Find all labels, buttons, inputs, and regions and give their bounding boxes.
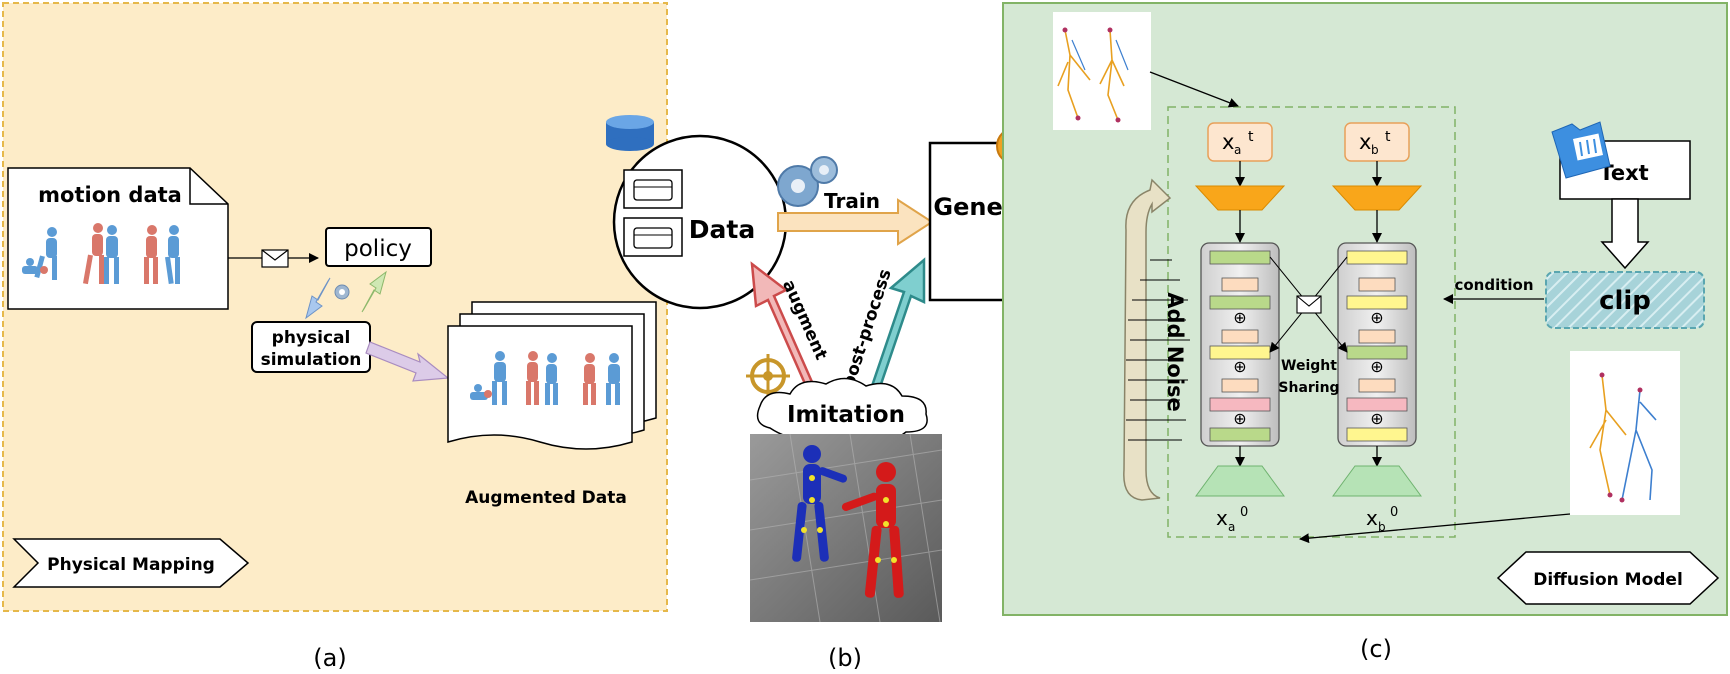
augmented-data-label: Augmented Data [465, 488, 627, 508]
panel-a: motion data [2, 2, 668, 672]
diffusion-model-tag [1496, 551, 1720, 605]
envelope-icon [261, 249, 289, 268]
folder-icon [1551, 121, 1611, 179]
red-humanoid [841, 462, 904, 598]
post-process-arrow [870, 257, 926, 392]
xb-t-subscript: b [1371, 143, 1379, 157]
gears-icon [777, 156, 838, 207]
train-label: Train [824, 189, 880, 213]
denoiser-stack-b: ⊕ ⊕ ⊕ [1337, 242, 1417, 447]
motion-data-document: motion data [7, 167, 229, 310]
physical-mapping-tag [12, 538, 250, 588]
clip-box [1545, 271, 1705, 329]
imitation-render [749, 433, 943, 623]
add-operator: ⊕ [1233, 308, 1246, 327]
simulation-to-policy-arrow [361, 270, 387, 313]
xa-0-superscript: 0 [1240, 505, 1248, 520]
caption-b: (b) [828, 644, 862, 672]
xb-t-superscript: t [1385, 129, 1391, 145]
clip-label: clip [1599, 286, 1651, 316]
disk-icon [623, 217, 683, 257]
xa-0-symbol: x [1216, 506, 1228, 530]
simulation-to-augmented-arrow [365, 341, 450, 382]
database-icon [606, 115, 654, 151]
augmented-data-figures [470, 351, 620, 405]
noise-ticks [1126, 259, 1190, 441]
input-to-denoiser-arrow [1149, 71, 1239, 108]
xa-t-superscript: t [1248, 129, 1254, 145]
imitation-label: Imitation [787, 402, 905, 428]
denoiser-stack-a: ⊕ ⊕ ⊕ [1200, 242, 1280, 447]
physical-simulation-line1: physical [272, 328, 351, 348]
add-operator: ⊕ [1370, 308, 1383, 327]
add-operator: ⊕ [1370, 409, 1383, 428]
blue-humanoid [792, 445, 848, 562]
train-arrow [777, 198, 934, 246]
weight-sharing-line1: Weight [1281, 358, 1337, 374]
encoder-a [1194, 185, 1286, 211]
gear-icon [334, 284, 350, 300]
condition-label: condition [1454, 276, 1533, 294]
text-to-clip-arrow [1600, 198, 1650, 270]
policy-to-simulation-arrow [305, 277, 331, 320]
post-process-label: post-process [839, 267, 896, 390]
skeleton-image-input [1053, 12, 1151, 130]
xb-0-subscript: b [1378, 520, 1386, 534]
add-operator: ⊕ [1233, 409, 1246, 428]
ship-wheel-icon [746, 354, 790, 398]
diffusion-model-label: Diffusion Model [1533, 570, 1683, 590]
output-arrow [1299, 513, 1571, 544]
add-operator: ⊕ [1370, 357, 1383, 376]
weight-sharing-line2: Sharing [1278, 380, 1339, 396]
policy-label: policy [344, 236, 412, 262]
xa-0-subscript: a [1228, 520, 1235, 534]
data-label: Data [689, 215, 755, 244]
augment-label: augment [778, 277, 831, 363]
skeleton-image-output [1570, 351, 1680, 515]
envelope-icon [1296, 295, 1322, 314]
physical-mapping-label: Physical Mapping [47, 555, 215, 575]
disk-icon [623, 169, 683, 209]
caption-c: (c) [1360, 635, 1392, 663]
decoder-a [1195, 465, 1285, 497]
policy-box [325, 227, 432, 267]
motion-data-figures [22, 223, 180, 285]
xa-t-subscript: a [1234, 143, 1241, 157]
xb-t-symbol: x [1359, 130, 1371, 154]
augment-arrow [750, 261, 814, 388]
xb-0-symbol: x [1366, 506, 1378, 530]
add-noise-label: Add Noise [1163, 292, 1187, 412]
physical-simulation-line2: simulation [261, 350, 362, 370]
xa-t-symbol: x [1222, 130, 1234, 154]
add-operator: ⊕ [1233, 357, 1246, 376]
panel-c: x a t x b t ⊕ ⊕ ⊕ [1002, 2, 1728, 663]
encoder-b [1331, 185, 1423, 211]
motion-data-label: motion data [38, 183, 182, 207]
xb-0-superscript: 0 [1390, 505, 1398, 520]
caption-a: (a) [313, 644, 346, 672]
augmented-data-stack [447, 301, 657, 450]
denoiser-dashed-region [1167, 106, 1456, 538]
decoder-b [1332, 465, 1422, 497]
